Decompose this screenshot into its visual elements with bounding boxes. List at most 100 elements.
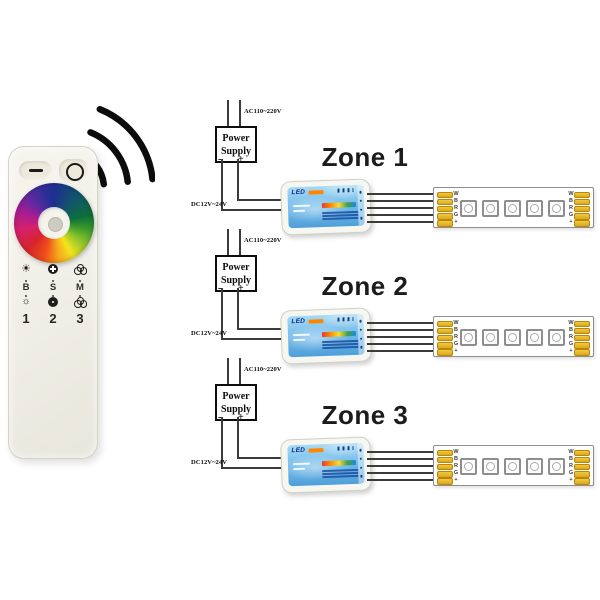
dc-wire-plus — [237, 457, 287, 459]
plus-terminal: + — [238, 283, 244, 294]
brightness-key-label: B — [15, 278, 37, 298]
led-chip — [504, 199, 521, 217]
controller-label: LED — [287, 184, 365, 229]
zone-3-circuit: AC110~220V Power Supply - + DC12V~24V Zo… — [0, 353, 600, 494]
pad-label: B — [569, 326, 573, 333]
strip-wire — [367, 479, 435, 481]
ac-voltage-label: AC110~220V — [244, 237, 282, 244]
zone-3-button[interactable]: 3 — [76, 311, 84, 326]
minus-terminal: - — [218, 154, 222, 165]
mode-down-button[interactable] — [69, 296, 91, 308]
zone-1-circuit: AC110~220V Power Supply - + DC12V~24V Zo… — [0, 95, 600, 236]
pad-label: G — [568, 341, 574, 348]
solder-pad — [574, 327, 590, 335]
strip-wire — [367, 221, 435, 223]
solder-pad — [437, 463, 453, 471]
pad-label: G — [453, 341, 459, 348]
strip-wire — [367, 200, 435, 202]
solder-pad — [574, 220, 590, 227]
led-chip — [548, 457, 565, 475]
pad-label: + — [569, 477, 573, 484]
solder-pad — [574, 198, 590, 206]
solder-pad — [437, 191, 453, 198]
dc-wire-minus — [221, 467, 287, 469]
strip-wire — [367, 451, 435, 453]
pad-label: G — [568, 470, 574, 477]
pad-label: W — [568, 319, 574, 326]
solder-pad — [437, 349, 453, 356]
ac-wire — [227, 100, 229, 127]
solder-pad — [574, 213, 590, 220]
pad-label: + — [569, 219, 573, 226]
speed-plus-icon — [48, 264, 58, 274]
zone-title: Zone 1 — [321, 142, 409, 172]
mode-circles-icon — [74, 297, 88, 308]
led-chip — [460, 328, 477, 346]
pad-label: W — [453, 448, 459, 455]
pad-label: B — [454, 455, 458, 462]
color-wheel-center-dot — [47, 216, 63, 232]
pad-label: R — [569, 333, 573, 340]
solder-pad — [574, 478, 590, 485]
controller-brand-text: LED — [291, 317, 306, 326]
solder-pad — [437, 342, 453, 349]
strip-wire — [367, 322, 435, 324]
controller-brand-text: LED — [291, 188, 306, 197]
dc-wire-plus — [237, 159, 239, 201]
solder-pad — [574, 449, 590, 456]
brightness-down-button[interactable]: ☼ — [15, 296, 37, 308]
solder-pad — [437, 334, 453, 342]
speed-up-button[interactable] — [42, 263, 64, 275]
strip-wire — [367, 193, 435, 195]
ac-voltage-label: AC110~220V — [244, 108, 282, 115]
strip-wire — [367, 207, 435, 209]
brand-accent-bar — [308, 318, 324, 324]
mode-key-label: M — [69, 278, 91, 298]
strip-wire — [367, 465, 435, 467]
pad-label: W — [568, 448, 574, 455]
mode-up-button[interactable] — [69, 263, 91, 275]
controller-brand-text: LED — [291, 446, 306, 455]
solder-pad — [574, 471, 590, 478]
brightness-up-button[interactable]: ☀ — [15, 263, 37, 275]
solder-pad — [437, 478, 453, 485]
led-chip — [548, 199, 565, 217]
sun-dim-icon: ☼ — [21, 296, 31, 307]
led-controller: LED — [280, 436, 372, 494]
ac-wire — [239, 100, 241, 127]
speed-down-button[interactable] — [42, 296, 64, 308]
sun-bright-icon: ☀ — [21, 263, 31, 275]
speed-key-label: S — [42, 278, 64, 298]
ac-voltage-label: AC110~220V — [244, 366, 282, 373]
controller-label: LED — [287, 313, 365, 358]
dc-voltage-label: DC12V~24V — [191, 201, 228, 208]
zone-2-button[interactable]: 2 — [49, 311, 57, 326]
rainbow-bar-icon — [321, 459, 357, 467]
controller-label: LED — [287, 442, 365, 487]
color-wheel[interactable] — [14, 183, 94, 263]
dc-voltage-label: DC12V~24V — [191, 330, 228, 337]
solder-pad — [574, 191, 590, 198]
zone-title: Zone 3 — [321, 400, 409, 430]
ac-wire — [239, 358, 241, 385]
solder-pad — [574, 342, 590, 349]
rainbow-bar-icon — [321, 201, 357, 209]
solder-pad — [574, 205, 590, 213]
ac-wire — [227, 358, 229, 385]
solder-pad — [437, 471, 453, 478]
dc-wire-plus — [237, 417, 239, 459]
pad-label: W — [568, 190, 574, 197]
pad-label: B — [454, 197, 458, 204]
terminal-edge — [357, 184, 365, 226]
strip-wire — [367, 350, 435, 352]
pad-label: R — [569, 462, 573, 469]
power-supply-box: Power Supply — [215, 126, 257, 163]
led-chip — [526, 457, 543, 475]
minus-terminal: - — [218, 283, 222, 294]
plus-terminal: + — [238, 412, 244, 423]
brand-accent-bar — [308, 447, 324, 453]
led-chip — [482, 457, 499, 475]
led-strip: W B R G + W B R G + — [433, 316, 594, 357]
zone-1-button[interactable]: 1 — [22, 311, 30, 326]
ac-wire — [227, 229, 229, 256]
